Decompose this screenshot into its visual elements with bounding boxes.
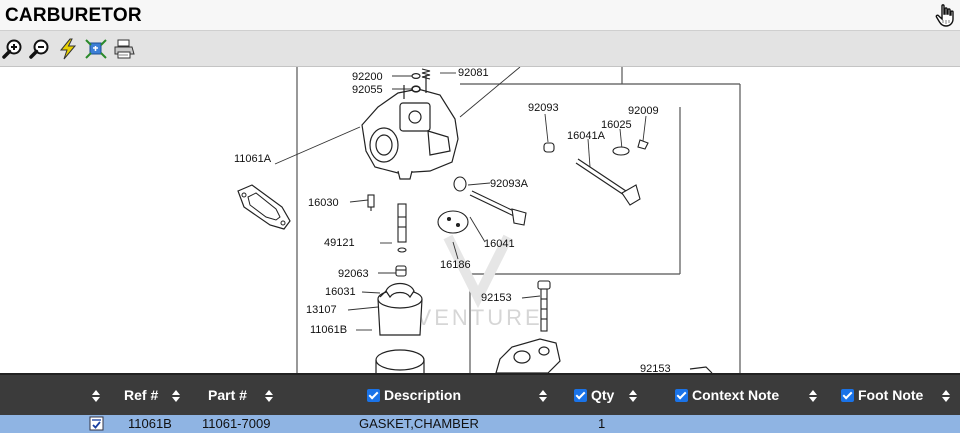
parts-diagram[interactable]: ADVENTURE — [0, 67, 960, 373]
toolbar — [0, 31, 960, 67]
bolt-92153 — [537, 280, 551, 332]
choke-shaft — [453, 139, 649, 206]
table-row[interactable]: 11061B 11061-7009 GASKET,CHAMBER 1 — [0, 415, 960, 433]
sort-icon[interactable] — [91, 389, 101, 403]
column-header-part[interactable]: Part # — [208, 387, 247, 403]
label-11061B: 11061B — [310, 324, 347, 336]
sort-context-note-icon[interactable] — [808, 389, 818, 403]
label-13107: 13107 — [306, 304, 337, 316]
title-bar: CARBURETOR — [0, 0, 960, 31]
label-92153: 92153 — [481, 292, 512, 304]
diagram-frame — [296, 67, 741, 373]
print-icon[interactable] — [112, 38, 136, 60]
sort-description-icon[interactable] — [538, 389, 548, 403]
column-header-ref[interactable]: Ref # — [124, 387, 159, 403]
jet-parts — [367, 194, 407, 277]
label-16041: 16041 — [484, 238, 515, 250]
label-16025: 16025 — [601, 119, 632, 131]
parts-grid-header: Ref # Part # Description Qty Context Not… — [0, 373, 960, 415]
label-11061A: 11061A — [234, 153, 272, 165]
label-92063: 92063 — [338, 268, 369, 280]
label-16030: 16030 — [308, 197, 339, 209]
label-92093: 92093 — [528, 102, 559, 114]
cell-qty: 1 — [598, 416, 606, 431]
fit-icon[interactable] — [84, 38, 108, 60]
leader-lines — [274, 67, 647, 331]
cell-part: 11061-7009 — [202, 416, 271, 431]
cell-description: GASKET,CHAMBER — [359, 416, 479, 431]
carburetor-body — [361, 75, 459, 180]
float-chamber — [375, 282, 425, 373]
label-49121: 49121 — [324, 237, 355, 249]
lightning-icon[interactable] — [56, 38, 80, 60]
label-92093A: 92093A — [490, 178, 529, 190]
column-header-context-note[interactable]: Context Note — [675, 375, 779, 415]
sort-ref-icon[interactable] — [171, 389, 181, 403]
label-92153-b: 92153 — [640, 363, 671, 373]
sort-part-icon[interactable] — [264, 389, 274, 403]
throttle-shaft — [437, 190, 527, 234]
sort-qty-icon[interactable] — [628, 389, 638, 403]
label-16041A: 16041A — [567, 130, 606, 142]
spring-part — [421, 68, 431, 80]
label-16186: 16186 — [440, 259, 471, 271]
context-note-checkbox[interactable] — [675, 388, 688, 402]
gasket-11061A — [237, 184, 291, 230]
qty-checkbox[interactable] — [574, 388, 587, 402]
label-92200: 92200 — [352, 71, 383, 83]
hand-pointer-icon[interactable] — [934, 3, 956, 27]
foot-note-checkbox[interactable] — [841, 388, 854, 402]
label-92009: 92009 — [628, 105, 659, 117]
column-header-foot-note[interactable]: Foot Note — [841, 375, 923, 415]
column-header-description[interactable]: Description — [367, 375, 461, 415]
column-header-qty[interactable]: Qty — [574, 375, 614, 415]
watermark-logo — [443, 234, 513, 309]
row-select-icon[interactable] — [89, 416, 104, 431]
cell-ref: 11061B — [128, 416, 172, 431]
page-title: CARBURETOR — [5, 5, 142, 26]
label-92081: 92081 — [458, 67, 489, 79]
sort-foot-note-icon[interactable] — [941, 389, 951, 403]
zoom-in-icon[interactable] — [1, 38, 25, 60]
label-92055: 92055 — [352, 84, 383, 96]
label-16031: 16031 — [325, 286, 356, 298]
description-checkbox[interactable] — [367, 388, 380, 402]
intake-bracket — [495, 338, 713, 373]
zoom-out-icon[interactable] — [28, 38, 52, 60]
oring-92055 — [411, 85, 421, 93]
oring-92200 — [411, 72, 421, 80]
